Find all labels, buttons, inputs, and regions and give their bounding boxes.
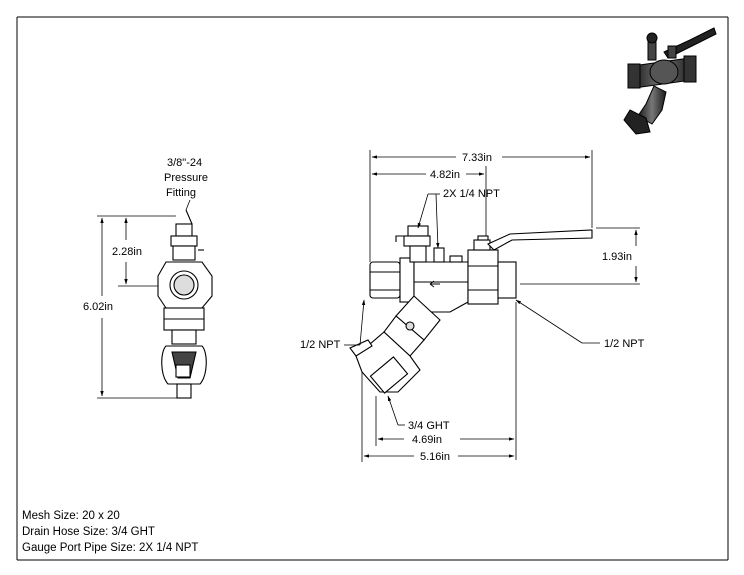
outlet-label: 1/2 NPT (604, 338, 645, 350)
note-drain-hose-size: Drain Hose Size: 3/4 GHT (22, 526, 155, 538)
note-gauge-port-size: Gauge Port Pipe Size: 2X 1/4 NPT (22, 542, 199, 554)
fitting-label-line2: Pressure (164, 172, 208, 184)
drain-label: 3/4 GHT (408, 420, 450, 432)
dim-side-overall: 6.02in (83, 301, 113, 313)
sheet-border (16, 16, 729, 561)
dim-handle-height: 1.93in (602, 251, 632, 263)
side-view-valve (157, 209, 213, 399)
fitting-label-line3: Fitting (166, 187, 196, 199)
dim-inlet-to-center: 4.82in (430, 169, 460, 181)
note-mesh-size: Mesh Size: 20 x 20 (22, 510, 120, 522)
front-view-valve (349, 225, 593, 394)
dim-overall-width: 7.33in (462, 152, 492, 164)
inlet-label: 1/2 NPT (300, 339, 341, 351)
fitting-label-line1: 3/8"-24 (167, 157, 202, 169)
dim-side-upper: 2.28in (112, 246, 142, 258)
dim-bottom-width: 5.16in (420, 451, 450, 463)
side-view-dimensions (97, 199, 191, 399)
isometric-valve-thumbnail (623, 27, 717, 135)
gauge-ports-label: 2X 1/4 NPT (443, 188, 500, 200)
spec-notes: Mesh Size: 20 x 20 Drain Hose Size: 3/4 … (22, 508, 198, 556)
front-view-dimensions (344, 150, 640, 462)
dim-drain-offset: 4.69in (412, 434, 442, 446)
